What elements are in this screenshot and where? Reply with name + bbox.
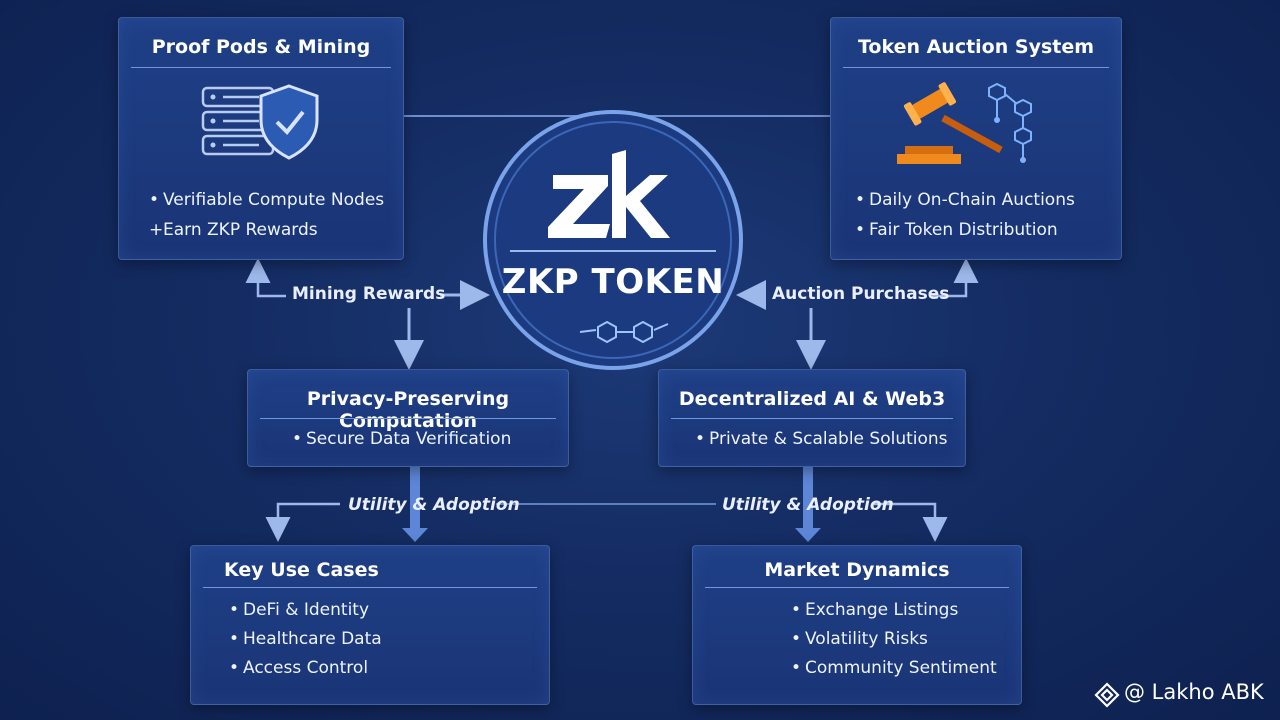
decentralized-ai-box: Decentralized AI & Web3 •Private & Scala… bbox=[658, 369, 966, 467]
market-title: Market Dynamics bbox=[693, 559, 1021, 581]
list-item: •Healthcare Data bbox=[229, 629, 382, 649]
proof-pods-box: Proof Pods & Mining •Verifiable Compute … bbox=[118, 17, 404, 260]
use-cases-title: Key Use Cases bbox=[224, 559, 549, 581]
server-shield-icon bbox=[199, 82, 329, 162]
utility-adoption-left-label: Utility & Adoption bbox=[348, 495, 520, 515]
market-box: Market Dynamics •Exchange Listings •Vola… bbox=[692, 545, 1022, 705]
list-item: •Secure Data Verification bbox=[292, 429, 511, 449]
privacy-list: •Secure Data Verification bbox=[292, 429, 511, 449]
token-auction-box: Token Auction System •Daily On-Chain Auc… bbox=[830, 17, 1122, 260]
use-cases-box: Key Use Cases •DeFi & Identity •Healthca… bbox=[190, 545, 550, 705]
list-item: •Access Control bbox=[229, 658, 382, 678]
binance-diamond-icon bbox=[1094, 682, 1120, 708]
market-list: •Exchange Listings •Volatility Risks •Co… bbox=[791, 600, 997, 678]
use-cases-list: •DeFi & Identity •Healthcare Data •Acces… bbox=[229, 600, 382, 678]
list-item: •Volatility Risks bbox=[791, 629, 997, 649]
privacy-box: Privacy-Preserving Computation •Secure D… bbox=[247, 369, 569, 467]
list-item: •Exchange Listings bbox=[791, 600, 997, 620]
list-item: •Daily On-Chain Auctions bbox=[855, 190, 1075, 210]
list-item: •Verifiable Compute Nodes bbox=[149, 190, 384, 210]
auction-purchases-label: Auction Purchases bbox=[772, 284, 949, 304]
watermark-text: @ Lakho ABK bbox=[1124, 680, 1264, 704]
decentralized-ai-list: •Private & Scalable Solutions bbox=[695, 429, 948, 449]
proof-pods-list: •Verifiable Compute Nodes +Earn ZKP Rewa… bbox=[149, 190, 384, 240]
list-item: •Community Sentiment bbox=[791, 658, 997, 678]
list-item: +Earn ZKP Rewards bbox=[149, 220, 384, 240]
decentralized-ai-title: Decentralized AI & Web3 bbox=[659, 388, 965, 410]
list-item: •Private & Scalable Solutions bbox=[695, 429, 948, 449]
center-title: ZKP TOKEN bbox=[486, 262, 740, 302]
gavel-icon bbox=[893, 80, 1043, 170]
mining-up-arrow bbox=[258, 268, 286, 296]
center-circle bbox=[485, 112, 741, 368]
token-auction-title: Token Auction System bbox=[831, 36, 1121, 58]
list-item: •Fair Token Distribution bbox=[855, 220, 1075, 240]
utility-left-arrow-1 bbox=[278, 504, 340, 532]
utility-adoption-right-label: Utility & Adoption bbox=[722, 495, 894, 515]
mining-rewards-label: Mining Rewards bbox=[292, 284, 445, 304]
proof-pods-title: Proof Pods & Mining bbox=[119, 36, 403, 58]
privacy-title: Privacy-Preserving Computation bbox=[248, 388, 568, 432]
list-item: •DeFi & Identity bbox=[229, 600, 382, 620]
token-auction-list: •Daily On-Chain Auctions •Fair Token Dis… bbox=[855, 190, 1075, 240]
